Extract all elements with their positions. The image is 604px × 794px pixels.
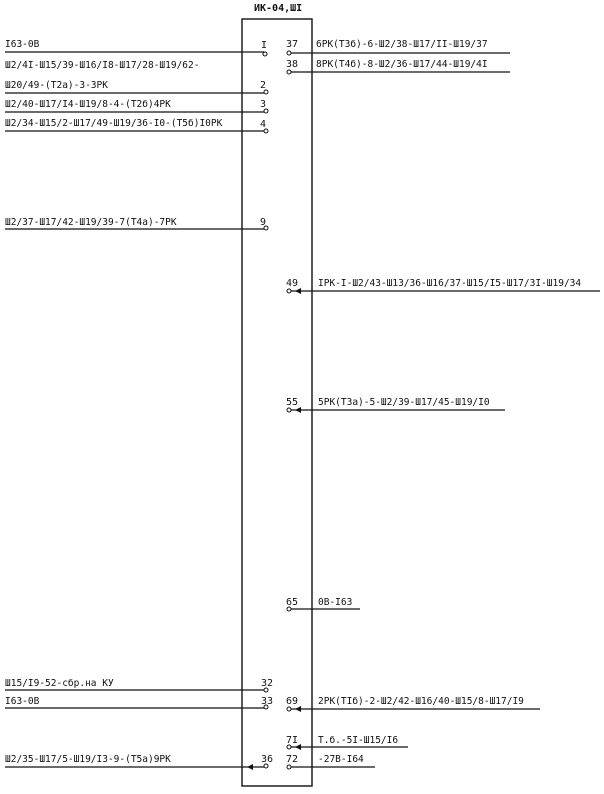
- right-pin-number-49: 49: [286, 278, 298, 289]
- right-label-38: 8РК(Т4б)-8-Ш2/36-Ш17/44-Ш19/4I: [316, 59, 488, 70]
- right-label-37: 6РК(Т3б)-6-Ш2/38-Ш17/II-Ш19/37: [316, 39, 488, 50]
- left-pin-4: Ш2/34-Ш15/2-Ш17/49-Ш19/36-I0-(Т5б)I0РК 4: [5, 118, 269, 134]
- right-label-55: 5РК(Т3а)-5-Ш2/39-Ш17/45-Ш19/I0: [318, 397, 490, 408]
- left-label-1: I63-0В: [5, 39, 40, 50]
- left-pin-number-3: 3: [260, 99, 266, 110]
- left-pin-number-2: 2: [260, 80, 266, 91]
- left-label-4: Ш2/34-Ш15/2-Ш17/49-Ш19/36-I0-(Т5б)I0РК: [5, 118, 223, 129]
- left-label-36: Ш2/35-Ш17/5-Ш19/I3-9-(Т5а)9РК: [5, 754, 171, 765]
- right-pin-number-72: 72: [286, 754, 298, 765]
- right-pin-number-38: 38: [286, 59, 298, 70]
- left-pin-9: Ш2/37-Ш17/42-Ш19/39-7(Т4а)-7РК 9: [5, 217, 269, 231]
- left-label-33: I63-0В: [5, 696, 40, 707]
- right-pin-71: 7I Т.б.-5I-Ш15/I6: [286, 735, 408, 750]
- left-label-3: Ш2/40-Ш17/I4-Ш19/8-4-(Т2б)4РК: [5, 99, 171, 110]
- right-pin-72: 72 -27В-I64: [286, 754, 375, 770]
- right-pin-number-37: 37: [286, 39, 298, 50]
- left-pin-3: Ш2/40-Ш17/I4-Ш19/8-4-(Т2б)4РК 3: [5, 99, 269, 114]
- left-pin-number-4: 4: [260, 119, 266, 130]
- left-pin-1: I63-0В I: [5, 39, 268, 57]
- pin-terminal: [262, 51, 268, 57]
- right-label-65: 0В-I63: [318, 597, 352, 608]
- right-pin-number-55: 55: [286, 397, 298, 408]
- right-pin-69: 69 2РК(ТIб)-2-Ш2/42-Ш16/40-Ш15/8-Ш17/I9: [286, 696, 540, 712]
- right-label-72: -27В-I64: [318, 754, 364, 765]
- left-pin-number-32: 32: [261, 678, 273, 689]
- left-pin-number-36: 36: [261, 754, 273, 765]
- left-pin-number-9: 9: [260, 217, 266, 228]
- right-pin-65: 65 0В-I63: [286, 597, 360, 612]
- right-pin-38: 38 8РК(Т4б)-8-Ш2/36-Ш17/44-Ш19/4I: [286, 59, 510, 75]
- right-pin-number-65: 65: [286, 597, 298, 608]
- left-label-2a: Ш2/4I-Ш15/39-Ш16/I8-Ш17/28-Ш19/62-: [5, 60, 199, 71]
- left-label-9: Ш2/37-Ш17/42-Ш19/39-7(Т4а)-7РК: [5, 217, 177, 228]
- left-pin-number-33: 33: [261, 696, 273, 707]
- left-pin-36: Ш2/35-Ш17/5-Ш19/I3-9-(Т5а)9РК 36: [5, 754, 273, 770]
- left-pin-number-1: I: [261, 40, 267, 51]
- left-pin-33: I63-0В 33: [5, 696, 273, 710]
- left-label-2: Ш20/49-(Т2а)-3-3РК: [5, 80, 108, 91]
- right-pin-number-69: 69: [286, 696, 298, 707]
- right-pin-37: 37 6РК(Т3б)-6-Ш2/38-Ш17/II-Ш19/37: [286, 39, 510, 56]
- right-label-69: 2РК(ТIб)-2-Ш2/42-Ш16/40-Ш15/8-Ш17/I9: [318, 696, 524, 707]
- left-label-32: Ш15/I9-52-сбр.на КУ: [5, 678, 114, 689]
- connector-body: [241, 18, 313, 787]
- right-pin-49: 49 IРК-I-Ш2/43-Ш13/36-Ш16/37-Ш15/I5-Ш17/…: [286, 278, 600, 294]
- right-label-71: Т.б.-5I-Ш15/I6: [318, 735, 398, 746]
- right-pin-number-71: 7I: [286, 735, 298, 746]
- left-pin-2: Ш20/49-(Т2а)-3-3РК 2: [5, 80, 269, 95]
- connector-title: ИК-04,ШI: [254, 3, 302, 14]
- right-label-49: IРК-I-Ш2/43-Ш13/36-Ш16/37-Ш15/I5-Ш17/3I-…: [318, 278, 581, 289]
- right-pin-55: 55 5РК(Т3а)-5-Ш2/39-Ш17/45-Ш19/I0: [286, 397, 505, 413]
- left-pin-32: Ш15/I9-52-сбр.на КУ 32: [5, 678, 273, 693]
